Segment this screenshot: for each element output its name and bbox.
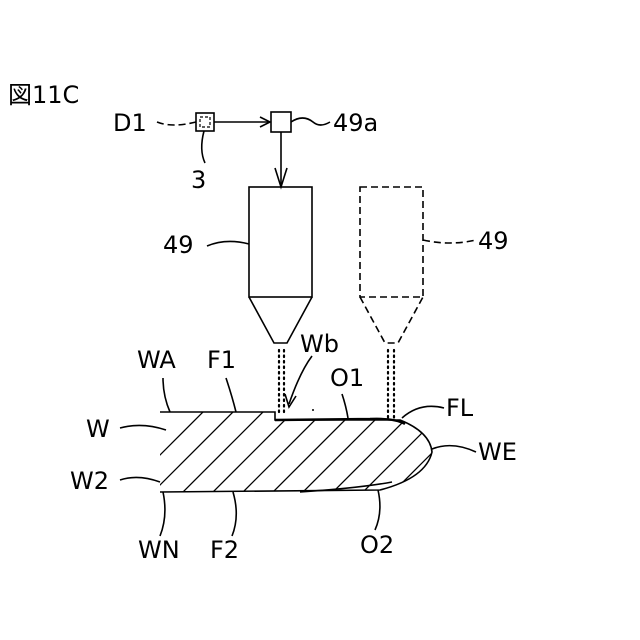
wb-arrow-shaft bbox=[289, 356, 312, 404]
workpiece-outline bbox=[160, 412, 432, 492]
label-49a: 49a bbox=[333, 109, 378, 137]
coating-o1 bbox=[275, 419, 405, 424]
label-o2: O2 bbox=[360, 531, 394, 559]
wa-leader bbox=[163, 378, 170, 412]
speck bbox=[312, 409, 314, 411]
label-f1: F1 bbox=[207, 346, 236, 374]
f1-leader bbox=[226, 378, 236, 412]
label-49-left: 49 bbox=[163, 231, 194, 259]
label-49-right: 49 bbox=[478, 227, 509, 255]
device-3-inner-box bbox=[200, 117, 210, 127]
controller-49a-box bbox=[271, 112, 291, 132]
nozzle-49-right-body bbox=[360, 187, 423, 297]
label-w: W bbox=[86, 415, 110, 443]
figure-title: 図11C bbox=[8, 81, 79, 109]
label-wa: WA bbox=[137, 346, 176, 374]
ref-49-right-leader bbox=[423, 240, 476, 243]
we-leader bbox=[432, 446, 476, 452]
label-3: 3 bbox=[191, 166, 206, 194]
label-o1: O1 bbox=[330, 364, 364, 392]
label-f2: F2 bbox=[210, 536, 239, 564]
label-we: WE bbox=[478, 438, 517, 466]
nozzle-49-left-body bbox=[249, 187, 312, 297]
w-leader bbox=[120, 425, 166, 430]
f2-leader bbox=[232, 492, 236, 536]
w2-leader bbox=[120, 477, 160, 482]
o2-leader bbox=[375, 490, 380, 530]
label-w2: W2 bbox=[70, 467, 109, 495]
device-3-box bbox=[196, 113, 214, 131]
ref-49-left-leader bbox=[207, 241, 249, 246]
fl-leader bbox=[402, 406, 444, 418]
label-fl: FL bbox=[446, 394, 474, 422]
label-d1: D1 bbox=[113, 109, 147, 137]
label-wb: Wb bbox=[300, 330, 339, 358]
ref-3-leader bbox=[202, 131, 205, 163]
nozzle-49-right-tip bbox=[360, 297, 423, 343]
wn-leader bbox=[160, 492, 165, 536]
ref-49a-leader bbox=[291, 118, 330, 125]
d1-leader-line bbox=[157, 122, 196, 125]
o1-leader bbox=[342, 394, 348, 418]
label-wn: WN bbox=[138, 536, 180, 564]
